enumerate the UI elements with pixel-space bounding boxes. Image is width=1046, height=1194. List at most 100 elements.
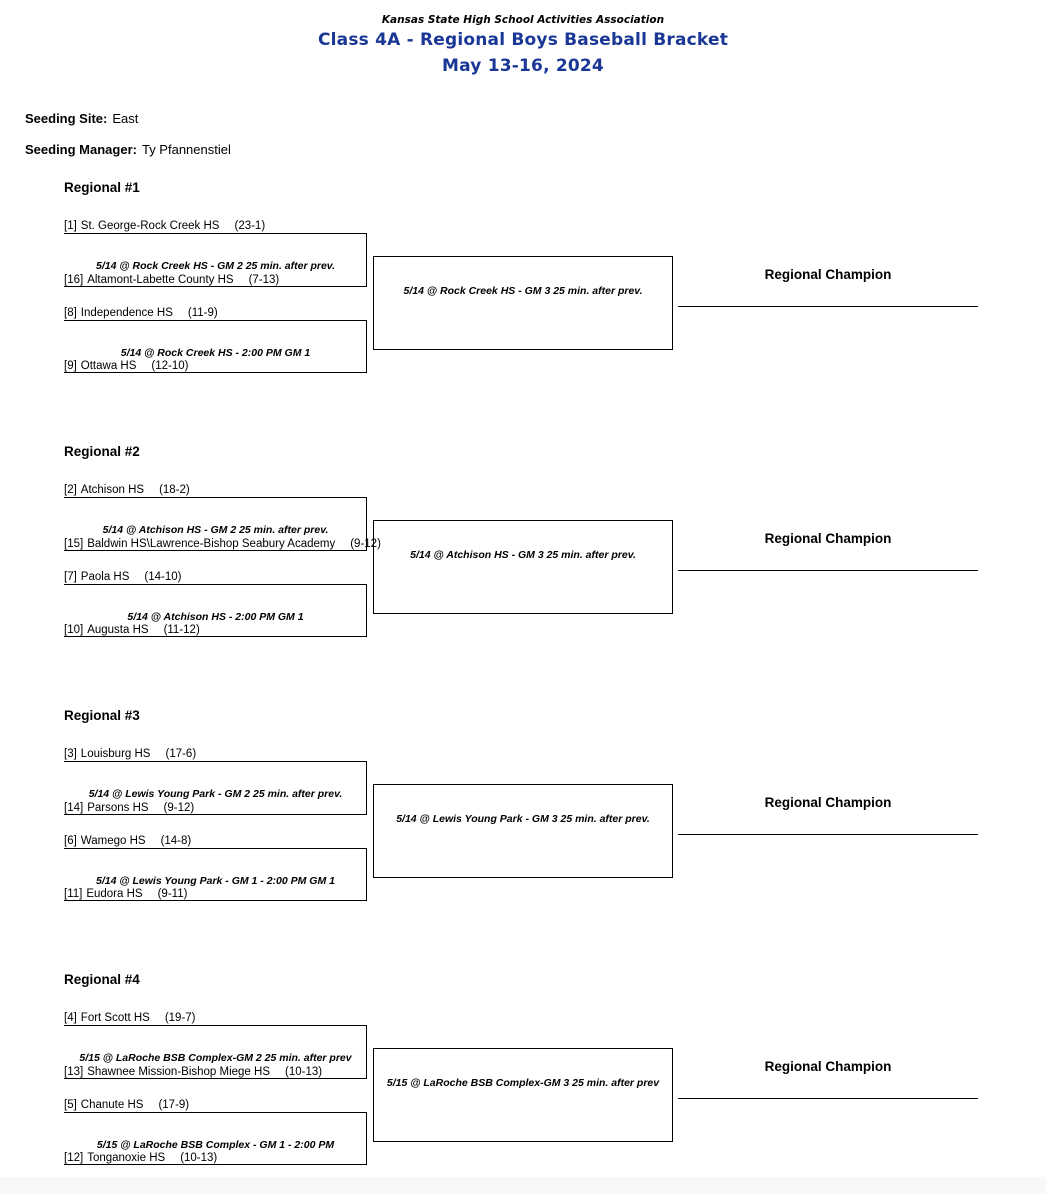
page-title: Class 4A - Regional Boys Baseball Bracke… [317, 30, 729, 50]
team-name: Shawnee Mission-Bishop Miege HS [87, 1066, 270, 1078]
regional-champion-line [678, 1098, 978, 1099]
team-seed: [13] [64, 1066, 84, 1078]
team-record: (9-12) [163, 802, 195, 814]
team-name: Chanute HS [80, 1099, 144, 1111]
team-seed: [5] [64, 1099, 77, 1111]
team-entry: [12]Tonganoxie HS (10-13) [64, 1152, 217, 1165]
game-info: 5/14 @ Rock Creek HS - 2:00 PM GM 1 [120, 347, 311, 359]
regional-3-bracket: Regional #3 [3]Louisburg HS (17-6) 5/14 @… [0, 708, 1046, 908]
game-info: 5/14 @ Atchison HS - GM 2 25 min. after … [102, 524, 329, 536]
team-entry: [9]Ottawa HS(12-10) [64, 360, 188, 373]
team-seed: [6] [64, 835, 77, 847]
team-seed: [9] [64, 360, 77, 372]
final-game-info: 5/14 @ Atchison HS - GM 3 25 min. after … [410, 549, 636, 561]
final-box: 5/15 @ LaRoche BSB Complex-GM 3 25 min. … [373, 1048, 673, 1142]
team-record: (9-11) [157, 888, 188, 900]
team-name: Wamego HS [80, 835, 146, 847]
team-name: Augusta HS [87, 624, 149, 636]
team-entry: [7]Paola HS (14-10) [64, 571, 181, 584]
team-seed: [7] [64, 571, 77, 583]
team-seed: [3] [64, 748, 77, 760]
semifinal-box-1 [64, 233, 367, 287]
team-seed: [8] [64, 307, 77, 319]
semifinal-box-1 [64, 761, 367, 815]
team-name: St. George-Rock Creek HS [80, 220, 220, 232]
team-seed: [4] [64, 1012, 77, 1024]
team-name: Baldwin HS\Lawrence-Bishop Seabury Acade… [87, 538, 336, 550]
seeding-manager-label: Seeding Manager: [25, 142, 137, 157]
team-seed: [14] [64, 802, 84, 814]
date-range: May 13-16, 2024 [442, 56, 604, 76]
team-entry: [15]Baldwin HS\Lawrence-Bishop Seabury A… [64, 538, 381, 551]
team-name: Paola HS [80, 571, 130, 583]
team-entry: [11]Eudora HS (9-11) [64, 888, 187, 901]
semifinal-box-2 [64, 584, 367, 637]
team-seed: [11] [64, 888, 83, 900]
regional-champion-label: Regional Champion [764, 267, 892, 282]
regional-champion-label: Regional Champion [764, 531, 892, 546]
regional-heading: Regional #1 [64, 180, 140, 195]
team-seed: [1] [64, 220, 77, 232]
regional-champion-line [678, 570, 978, 571]
team-entry: [6]Wamego HS (14-8) [64, 835, 191, 848]
seeding-site-label: Seeding Site: [25, 111, 108, 126]
regional-heading: Regional #2 [64, 444, 140, 459]
team-record: (7-13) [248, 274, 280, 286]
final-game-info: 5/14 @ Rock Creek HS - GM 3 25 min. afte… [403, 285, 643, 297]
team-entry: [8]Independence HS (11-9) [64, 307, 218, 320]
regional-1-bracket: Regional #1 [1]St. George-Rock Creek HS (… [0, 180, 1046, 380]
page-bottom-margin [0, 1177, 1046, 1194]
team-entry: [2]Atchison HS(18-2) [64, 484, 190, 497]
team-name: Ottawa HS [80, 360, 137, 372]
final-box: 5/14 @ Atchison HS - GM 3 25 min. after … [373, 520, 673, 614]
team-seed: [15] [64, 538, 84, 550]
team-name: Tonganoxie HS [87, 1152, 166, 1164]
team-entry: [4]Fort Scott HS(19-7) [64, 1012, 196, 1025]
game-info: 5/14 @ Lewis Young Park - GM 1 - 2:00 PM… [96, 875, 335, 887]
team-record: (19-7) [164, 1012, 196, 1024]
regional-heading: Regional #4 [64, 972, 140, 987]
team-name: Altamont-Labette County HS [87, 274, 234, 286]
regional-champion-line [678, 306, 978, 307]
final-box: 5/14 @ Rock Creek HS - GM 3 25 min. afte… [373, 256, 673, 350]
seeding-manager-value: Ty Pfannenstiel [141, 142, 231, 157]
final-box: 5/14 @ Lewis Young Park - GM 3 25 min. a… [373, 784, 673, 878]
seeding-site-value: East [112, 111, 139, 126]
team-name: Parsons HS [87, 802, 149, 814]
semifinal-box-1 [64, 1025, 367, 1079]
team-name: Louisburg HS [80, 748, 151, 760]
semifinal-box-2 [64, 1112, 367, 1165]
team-record: (17-6) [165, 748, 197, 760]
team-record: (11-9) [187, 307, 218, 319]
regional-champion-line [678, 834, 978, 835]
regional-heading: Regional #3 [64, 708, 140, 723]
team-record: (11-12) [163, 624, 200, 636]
seeding-manager-line: Seeding Manager: Ty Pfannenstiel [25, 143, 231, 157]
team-seed: [2] [64, 484, 77, 496]
team-seed: [12] [64, 1152, 84, 1164]
team-record: (14-8) [160, 835, 192, 847]
team-entry: [14]Parsons HS (9-12) [64, 802, 194, 815]
team-seed: [10] [64, 624, 84, 636]
team-record: (23-1) [234, 220, 266, 232]
game-info: 5/15 @ LaRoche BSB Complex - GM 1 - 2:00… [96, 1139, 335, 1151]
game-info: 5/14 @ Rock Creek HS - GM 2 25 min. afte… [95, 260, 335, 272]
game-info: 5/14 @ Lewis Young Park - GM 2 25 min. a… [88, 788, 343, 800]
regional-4-bracket: Regional #4 [4]Fort Scott HS(19-7) 5/15 … [0, 972, 1046, 1172]
team-entry: [1]St. George-Rock Creek HS (23-1) [64, 220, 265, 233]
team-record: (10-13) [180, 1152, 218, 1164]
team-entry: [3]Louisburg HS (17-6) [64, 748, 196, 761]
team-entry: [10]Augusta HS (11-12) [64, 624, 200, 637]
team-entry: [13]Shawnee Mission-Bishop Miege HS(10-1… [64, 1066, 322, 1079]
team-seed: [16] [64, 274, 84, 286]
association-name: Kansas State High School Activities Asso… [381, 14, 665, 26]
team-name: Independence HS [80, 307, 173, 319]
team-record: (14-10) [144, 571, 182, 583]
team-entry: [5]Chanute HS(17-9) [64, 1099, 189, 1112]
semifinal-box-1 [64, 497, 367, 551]
seeding-site-line: Seeding Site: East [25, 112, 138, 126]
team-name: Eudora HS [86, 888, 143, 900]
team-name: Atchison HS [80, 484, 145, 496]
semifinal-box-2 [64, 320, 367, 373]
